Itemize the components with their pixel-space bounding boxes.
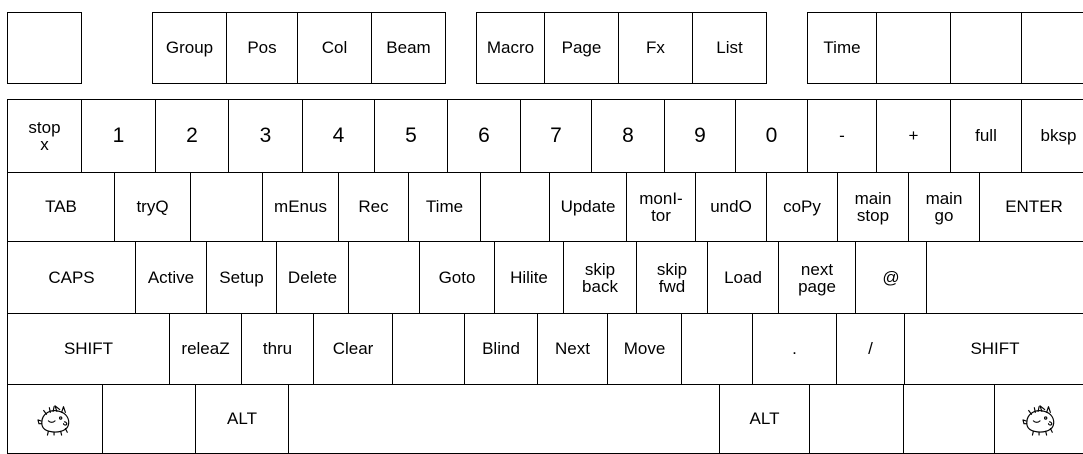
key-8[interactable]: 8 [591,99,665,173]
key-alt[interactable]: ALT [195,384,289,454]
key-blank-function-12[interactable] [1021,12,1083,84]
key-blank-bottom-6[interactable] [903,384,995,454]
key-blind[interactable]: Blind [464,313,538,385]
key-alt[interactable]: ALT [719,384,810,454]
pig-icon [1021,402,1059,436]
key-blank-function-10[interactable] [876,12,951,84]
key-setup[interactable]: Setup [206,241,277,314]
key-shift[interactable]: SHIFT [7,313,170,385]
key-blank-shift-8[interactable] [681,313,753,385]
key-stop-x[interactable]: stop x [7,99,82,173]
key-blank-number-12[interactable]: + [876,99,951,173]
key-enter[interactable]: ENTER [979,172,1083,242]
key-blank-tab-2[interactable] [190,172,263,242]
key-blank-tab-6[interactable] [480,172,550,242]
key-caps[interactable]: CAPS [7,241,136,314]
key-7[interactable]: 7 [520,99,592,173]
key-col[interactable]: Col [297,12,372,84]
key-macro[interactable]: Macro [476,12,545,84]
key-list[interactable]: List [692,12,767,84]
key-pos[interactable]: Pos [226,12,298,84]
key-9[interactable]: 9 [664,99,736,173]
key-6[interactable]: 6 [447,99,521,173]
key-undo[interactable]: undO [695,172,767,242]
key-moni-tor[interactable]: monI- tor [626,172,696,242]
key-update[interactable]: Update [549,172,627,242]
key-main-stop[interactable]: main stop [837,172,909,242]
key-tryq[interactable]: tryQ [114,172,191,242]
key-load[interactable]: Load [707,241,779,314]
key-pig-icon-0[interactable] [7,384,103,454]
key-5[interactable]: 5 [374,99,448,173]
key-pig-icon-7[interactable] [994,384,1083,454]
key-blank-bottom-5[interactable] [809,384,904,454]
key-releaz[interactable]: releaZ [169,313,242,385]
key-group[interactable]: Group [152,12,227,84]
key-blank-caps-11[interactable]: @ [855,241,927,314]
key-skip-fwd[interactable]: skip fwd [636,241,708,314]
key-1[interactable]: 1 [81,99,156,173]
key-3[interactable]: 3 [228,99,303,173]
key-thru[interactable]: thru [241,313,314,385]
key-rec[interactable]: Rec [338,172,409,242]
key-blank-caps-12[interactable] [926,241,1083,314]
key-active[interactable]: Active [135,241,207,314]
key-page[interactable]: Page [544,12,619,84]
key-blank-shift-4[interactable] [392,313,465,385]
key-hilite[interactable]: Hilite [494,241,564,314]
key-goto[interactable]: Goto [419,241,495,314]
key-full[interactable]: full [950,99,1022,173]
key-blank-number-11[interactable]: - [807,99,877,173]
key-4[interactable]: 4 [302,99,375,173]
key-skip-back[interactable]: skip back [563,241,637,314]
key-blank-bottom-3[interactable] [288,384,720,454]
key-beam[interactable]: Beam [371,12,446,84]
key-time[interactable]: Time [408,172,481,242]
key-delete[interactable]: Delete [276,241,349,314]
key-next[interactable]: Next [537,313,608,385]
key-blank-function-11[interactable] [950,12,1022,84]
key-2[interactable]: 2 [155,99,229,173]
key-shift[interactable]: SHIFT [904,313,1083,385]
key-bksp[interactable]: bksp [1021,99,1083,173]
pig-icon [36,402,74,436]
key-clear[interactable]: Clear [313,313,393,385]
key-move[interactable]: Move [607,313,682,385]
key-blank-shift-10[interactable]: / [836,313,905,385]
key-time[interactable]: Time [807,12,877,84]
key-blank-shift-9[interactable]: . [752,313,837,385]
key-0[interactable]: 0 [735,99,808,173]
key-copy[interactable]: coPy [766,172,838,242]
key-next-page[interactable]: next page [778,241,856,314]
key-blank-caps-4[interactable] [348,241,420,314]
key-tab[interactable]: TAB [7,172,115,242]
key-main-go[interactable]: main go [908,172,980,242]
key-blank-bottom-1[interactable] [102,384,196,454]
key-fx[interactable]: Fx [618,12,693,84]
key-blank-function-0[interactable] [7,12,82,84]
key-menus[interactable]: mEnus [262,172,339,242]
